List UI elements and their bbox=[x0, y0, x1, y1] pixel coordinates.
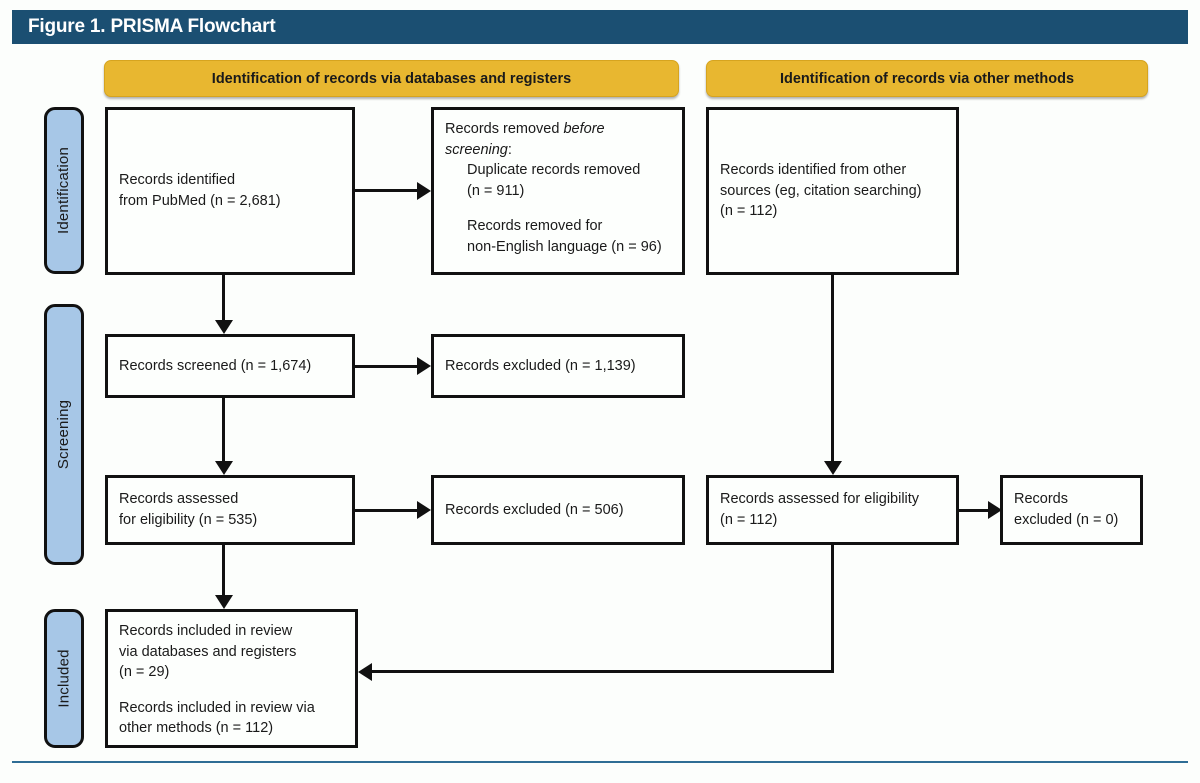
box-records-identified-other-sources: Records identified from other sources (e… bbox=[706, 107, 959, 275]
box-records-excluded-other: Records excluded (n = 0) bbox=[1000, 475, 1143, 545]
stage-label-identification-text: Identification bbox=[55, 146, 73, 235]
box-line: Records removed before bbox=[445, 119, 671, 140]
box-line: Records included in review via bbox=[119, 699, 315, 716]
stage-label-included-text: Included bbox=[55, 649, 73, 708]
box-line-italic: before bbox=[563, 121, 605, 137]
box-line: sources (eg, citation searching) bbox=[720, 182, 922, 199]
connector-assessed-other-to-excluded-other bbox=[959, 508, 991, 512]
stage-label-screening-text: Screening bbox=[55, 399, 73, 470]
box-records-included: Records included in review via databases… bbox=[105, 609, 358, 748]
stage-label-included: Included bbox=[44, 609, 84, 748]
arrowhead-screened-to-excluded bbox=[417, 357, 431, 375]
box-line-prefix: Records removed bbox=[445, 121, 564, 137]
arrowhead-other-to-assessed-other bbox=[823, 461, 842, 475]
connector-screened-to-assessed bbox=[222, 398, 225, 463]
box-records-identified-pubmed: Records identified from PubMed (n = 2,68… bbox=[105, 107, 355, 275]
box-line: (n = 29) bbox=[119, 664, 170, 681]
box-line-italic: screening bbox=[445, 141, 508, 158]
connector-assessed-to-excluded bbox=[355, 508, 419, 512]
column-header-other-methods: Identification of records via other meth… bbox=[706, 60, 1148, 97]
box-line: (n = 911) bbox=[467, 182, 525, 199]
box-records-assessed-eligibility: Records assessed for eligibility (n = 53… bbox=[105, 475, 355, 545]
connector-assessed-to-included bbox=[222, 545, 225, 597]
box-records-removed-before-screening: Records removed before screening: Duplic… bbox=[431, 107, 685, 275]
box-line: Records assessed for eligibility bbox=[720, 491, 920, 508]
box-line: Records identified from other bbox=[720, 162, 907, 179]
arrowhead-assessed-to-included bbox=[214, 595, 233, 609]
box-line: screening: bbox=[445, 140, 671, 161]
page-title: Figure 1. PRISMA Flowchart bbox=[28, 16, 276, 37]
box-records-screened: Records screened (n = 1,674) bbox=[105, 334, 355, 398]
box-line: via databases and registers bbox=[119, 643, 297, 660]
arrowhead-pubmed-to-screened bbox=[214, 320, 233, 334]
box-line: other methods (n = 112) bbox=[119, 720, 274, 737]
box-line-suffix: : bbox=[507, 141, 512, 158]
footer-divider bbox=[12, 761, 1188, 763]
column-header-other-methods-label: Identification of records via other meth… bbox=[779, 70, 1075, 87]
box-line: excluded (n = 0) bbox=[1014, 512, 1119, 528]
figure-title-bar: Figure 1. PRISMA Flowchart bbox=[12, 10, 1188, 44]
box-line: Records bbox=[1014, 491, 1068, 508]
box-records-assessed-eligibility-other: Records assessed for eligibility (n = 11… bbox=[706, 475, 959, 545]
box-records-excluded-screened: Records excluded (n = 1,139) bbox=[431, 334, 685, 398]
box-line: (n = 112) bbox=[720, 203, 778, 220]
box-records-excluded-eligibility: Records excluded (n = 506) bbox=[431, 475, 685, 545]
stage-label-identification: Identification bbox=[44, 107, 84, 274]
arrowhead-assessed-other-to-excluded-other bbox=[988, 501, 1002, 519]
arrowhead-pubmed-to-removed bbox=[417, 181, 431, 200]
connector-pubmed-to-removed bbox=[355, 189, 419, 192]
box-line: Records identified bbox=[119, 172, 236, 189]
connector-screened-to-excluded bbox=[355, 364, 419, 368]
arrowhead-assessed-to-excluded bbox=[417, 501, 431, 519]
connector-assessed-other-to-included-horizontal bbox=[371, 670, 834, 673]
box-line: Records excluded (n = 506) bbox=[445, 501, 624, 518]
column-header-databases: Identification of records via databases … bbox=[104, 60, 679, 97]
box-line: Duplicate records removed bbox=[467, 162, 641, 179]
box-line: Records removed for bbox=[467, 218, 603, 235]
arrowhead-assessed-other-to-included bbox=[358, 663, 372, 681]
box-line: Records screened (n = 1,674) bbox=[119, 357, 312, 374]
box-line: Records assessed bbox=[119, 491, 239, 508]
stage-label-screening: Screening bbox=[44, 304, 84, 565]
box-line: (n = 112) bbox=[720, 512, 778, 528]
arrowhead-screened-to-assessed bbox=[214, 461, 233, 475]
connector-other-to-assessed-other bbox=[831, 275, 834, 463]
column-header-databases-label: Identification of records via databases … bbox=[211, 70, 572, 87]
box-line: Records excluded (n = 1,139) bbox=[445, 357, 636, 374]
connector-assessed-other-to-included-vertical bbox=[831, 545, 834, 673]
box-line: from PubMed (n = 2,681) bbox=[119, 193, 281, 209]
box-line: non-English language (n = 96) bbox=[467, 238, 662, 255]
connector-pubmed-to-screened bbox=[222, 275, 225, 322]
box-line: for eligibility (n = 535) bbox=[119, 512, 258, 528]
box-line: Records included in review bbox=[119, 623, 293, 639]
